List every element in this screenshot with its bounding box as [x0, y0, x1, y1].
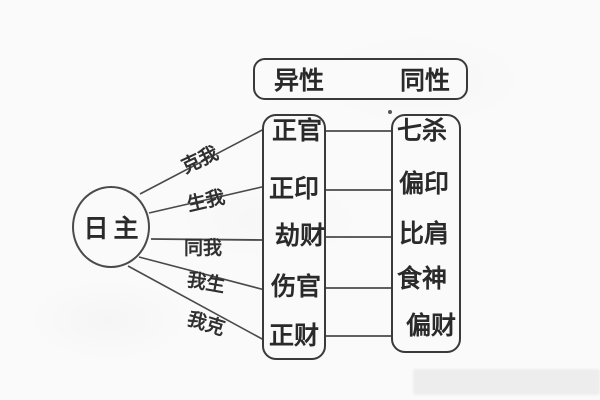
- relation-line-tong-wo: [150, 238, 264, 241]
- opposite-item-jie-cai: 劫财: [275, 221, 326, 250]
- relation-label-tong-wo: 同我: [184, 237, 223, 259]
- same-item-pian-cai: 偏财: [406, 311, 457, 340]
- polarity-header-box: 异性 同性: [253, 58, 468, 100]
- opposite-column-box: [262, 114, 326, 360]
- relation-line-ke-wo: [139, 127, 267, 195]
- same-column-box: [391, 114, 461, 353]
- relation-line-wo-sheng: [138, 256, 266, 291]
- ink-dot-artifact: [388, 110, 392, 114]
- day-master-node: 日主: [72, 186, 150, 268]
- scan-smudge-artifact: [413, 369, 600, 395]
- relation-line-wo-ke: [127, 265, 265, 341]
- opposite-item-shang-guan: 伤官: [271, 272, 322, 301]
- opposite-item-zheng-guan: 正官: [272, 116, 323, 145]
- same-item-shi-shen: 食神: [397, 264, 448, 293]
- same-item-qi-sha: 七杀: [397, 116, 448, 145]
- relation-line-sheng-wo: [148, 185, 267, 214]
- same-item-pian-yin: 偏印: [399, 169, 450, 198]
- opposite-item-zheng-yin: 正印: [269, 174, 320, 203]
- opposite-item-zheng-cai: 正财: [269, 321, 320, 350]
- polarity-opposite-label: 异性: [274, 66, 325, 95]
- day-master-label: 日主: [83, 214, 144, 243]
- same-item-bi-jian: 比肩: [399, 219, 450, 248]
- polarity-same-label: 同性: [399, 66, 450, 95]
